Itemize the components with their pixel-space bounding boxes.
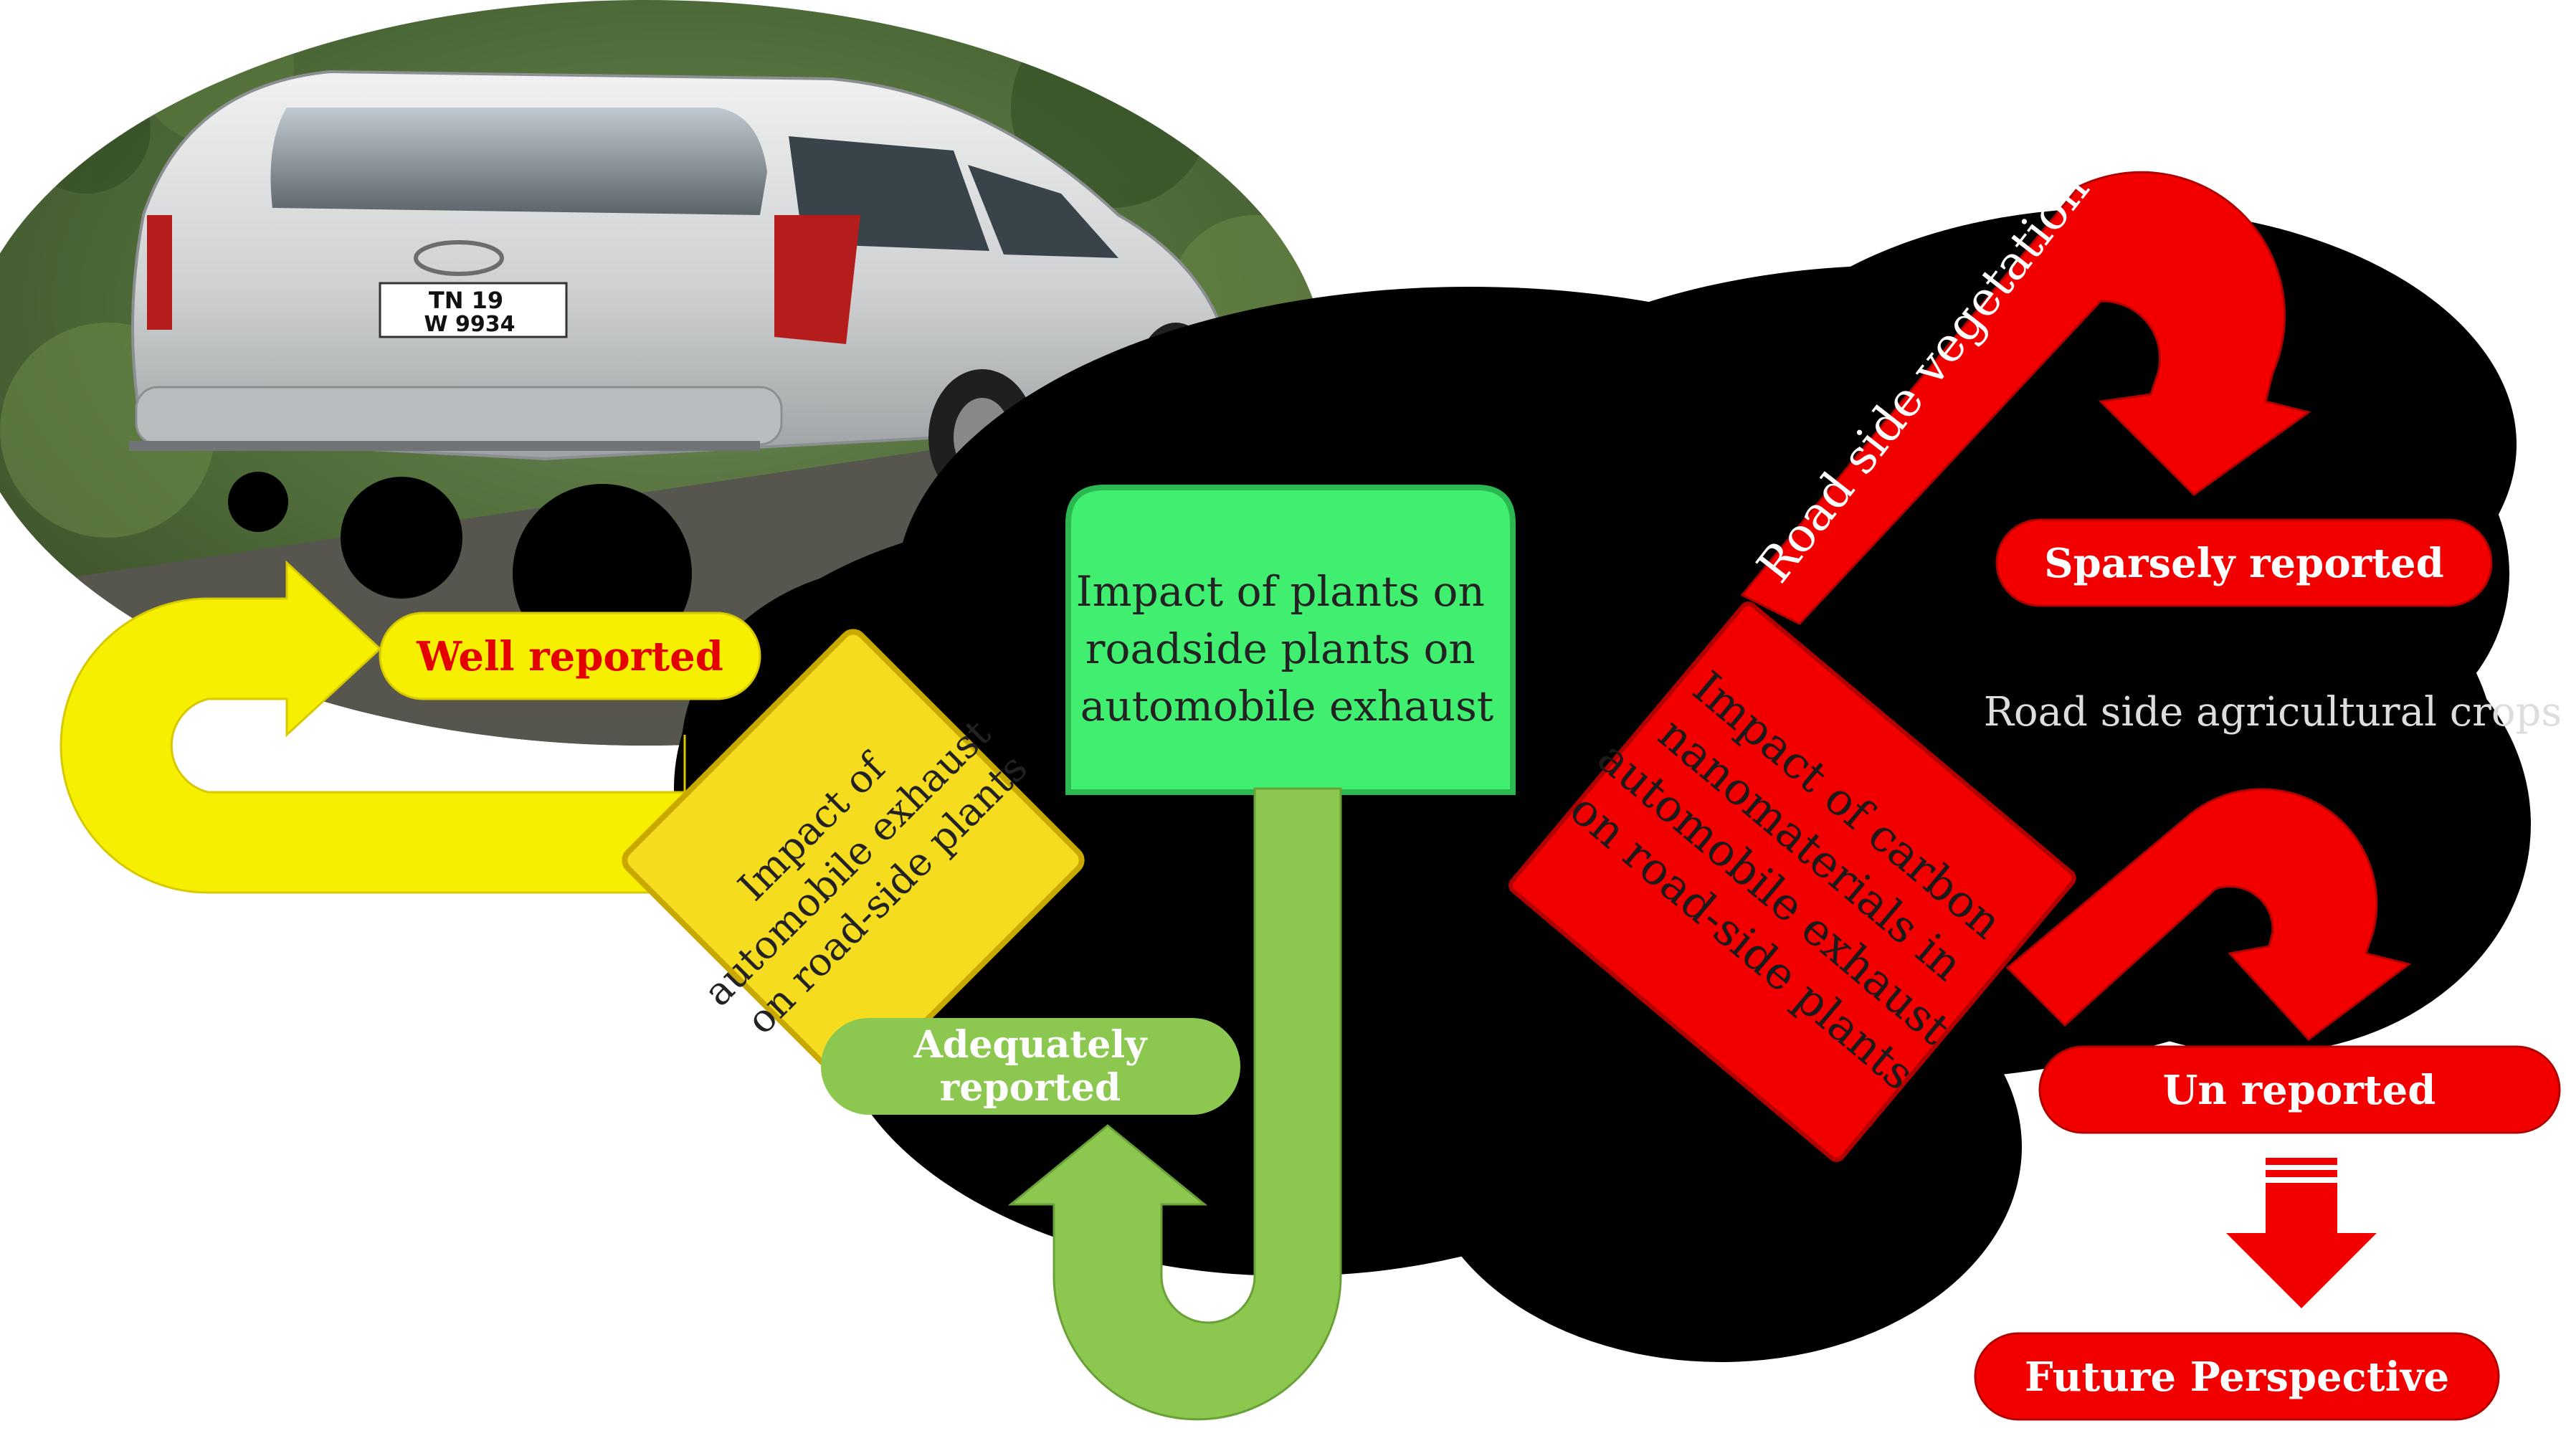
plate-line-1: TN 19 — [429, 287, 503, 314]
sparsely-reported-label: Sparsely reported — [2044, 540, 2444, 587]
green-impact-box: Impact of plants on roadside plants on a… — [1065, 485, 1516, 795]
red-crops-arrow — [2005, 788, 2412, 1042]
future-down-arrow — [2226, 1158, 2377, 1308]
well-reported-pill: Well reported — [379, 612, 761, 700]
adequately-reported-pill: Adequately reported — [821, 1018, 1240, 1115]
adequately-label-1: Adequately — [913, 1023, 1149, 1067]
red-vegetation-arrow — [1740, 171, 2311, 625]
green-box-line-3: automobile exhaust — [1080, 682, 1493, 731]
future-perspective-label: Future Perspective — [2025, 1353, 2449, 1401]
plate-line-2: W 9934 — [424, 312, 515, 337]
un-reported-label: Un reported — [2163, 1067, 2436, 1114]
green-box-line-2: roadside plants on — [1085, 624, 1476, 673]
adequately-label-2: reported — [940, 1066, 1121, 1110]
future-perspective-pill: Future Perspective — [1974, 1332, 2500, 1421]
sparsely-reported-pill: Sparsely reported — [1995, 518, 2493, 607]
svg-text:Impact of plants on road: Impact of plants on roadside plants on a… — [1076, 567, 1498, 731]
green-j-arrow — [1007, 787, 1342, 1421]
yellow-impact-box: Impact of automobile exhaust on road-sid… — [622, 629, 1085, 1092]
yellow-u-arrow — [60, 560, 686, 894]
green-box-line-1: Impact of plants on — [1076, 567, 1485, 616]
well-reported-label: Well reported — [416, 633, 723, 680]
road-side-crops-label: Road side agricultural crops — [1984, 689, 2562, 736]
red-impact-box: Impact of carbon nanomaterials in automo… — [1508, 601, 2076, 1162]
un-reported-pill: Un reported — [2038, 1045, 2561, 1134]
